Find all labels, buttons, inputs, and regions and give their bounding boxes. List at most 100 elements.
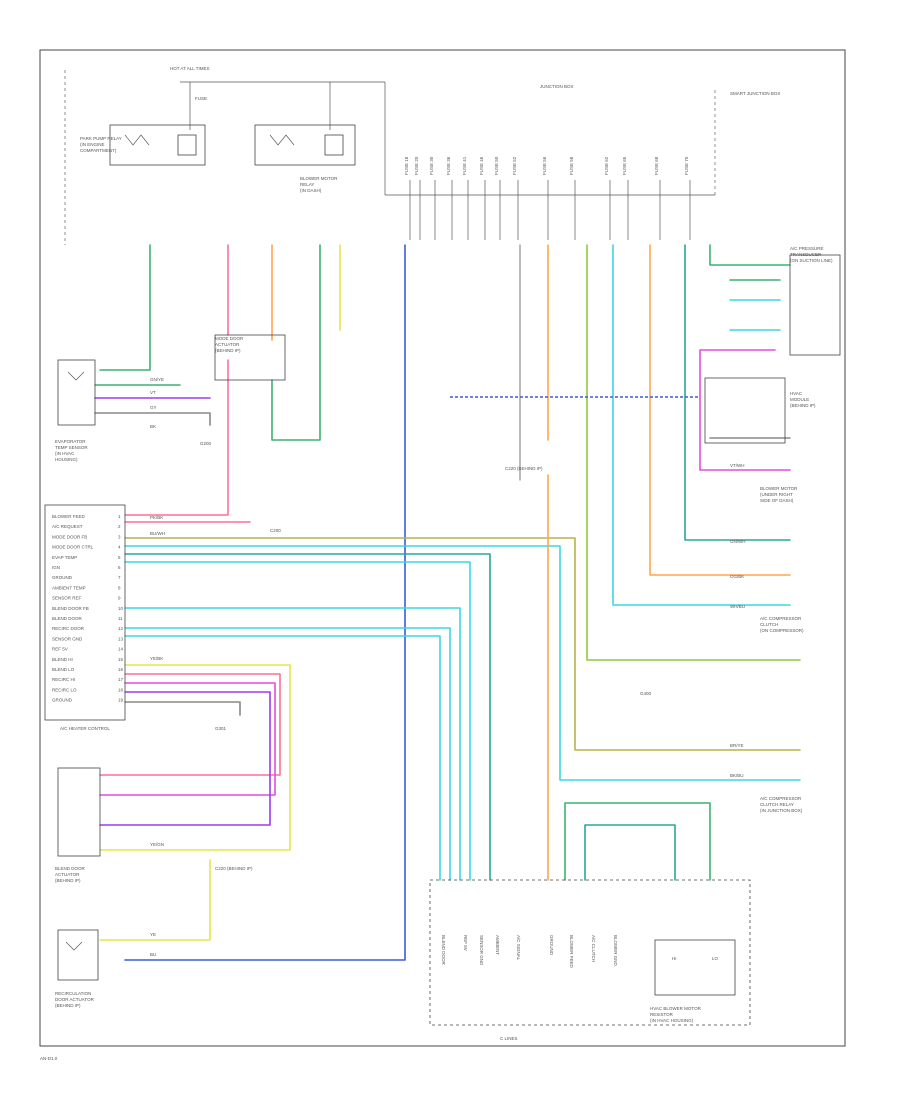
fuse-column-label: FUSE 70 [684,156,689,175]
bottom-pin-label: BLEND DOOR [441,935,446,966]
wire-label-pk-bk: PK/BK [150,515,163,520]
hvac-pin-label: BLEND LO [52,667,75,672]
hvac-pin-label: RECIRC HI [52,677,75,682]
blower-relay-coil [269,134,295,146]
wire-blend-yellow [99,664,291,851]
hvac-pin-number: 18 [118,687,124,692]
hvac-pin-number: 16 [118,667,124,672]
evaporator-sensor-symbol [67,371,85,381]
fuse-column-label: FUSE 41 [462,156,467,175]
wire-group [94,244,801,961]
wire-right-magenta [699,349,791,471]
wire-label-wh-bu: WH/BU [730,604,745,609]
wire-right-cyan2 [729,299,781,331]
hvac-pin-label: SENSOR REF [52,596,82,601]
blend-door-actuator-box [57,767,101,857]
hvac-pin-number: 9 [118,596,121,601]
ground-g200-label: G200 [200,441,212,446]
wire-label-gn-wh: GN/WH [730,539,746,544]
bottom-right-module-box [654,939,736,996]
hvac-pin-number: 15 [118,657,124,662]
hvac-pin-number: 3 [118,534,121,539]
recirc-actuator-symbol [65,941,83,951]
ground-g301-label: G301 [215,726,227,731]
hvac-pin-label: AMBIENT TEMP [52,585,86,590]
wire-blend-magenta [99,682,276,796]
park-relay-contact [177,134,197,156]
bottom-connector-label: C LINES [500,1036,518,1041]
wire-label-ye-bk: YE/BK [150,656,163,661]
connector-c200-label: C200 [270,528,281,533]
wire-hvac-cyan5 [124,635,441,881]
wire-label-ye: YE [150,932,156,937]
fuse-label: FUSE [195,96,207,101]
bottom-pin-label: BLOWER GND [613,935,618,967]
hvac-pin-number: 5 [118,555,121,560]
hvac-pin-number: 19 [118,698,124,703]
hvac-pin-label: BLEND DOOR [52,616,83,621]
fuse-column-label: FUSE 36 [446,156,451,175]
hvac-pin-label: IGN [52,565,60,570]
wire-label-vt-wh: VT/WH [730,463,745,468]
a-c-pressure-transducer-box [789,254,841,356]
bottom-pin-label: A/C SIGNAL [516,935,521,961]
wire-label-bk-bu: BK/BU [730,773,744,778]
hvac-pin-label: MODE DOOR CTRL [52,545,94,550]
bottom-right-hi-label: HI [672,956,677,961]
smart-junction-box-label: SMART JUNCTION BOX [730,91,780,96]
wire-green-mode [271,244,321,441]
wire-label-bu-wh: BU/WH [150,531,165,536]
wire-right-green [709,244,791,266]
wire-label-og-bk: OG/BK [730,574,744,579]
hvac-pin-number: 17 [118,677,124,682]
wire-label-gn-ye: GN/YE [150,377,164,382]
hvac-pin-label: RECIRC DOOR [52,626,85,631]
fuse-column-label: FUSE 18 [404,156,409,175]
ground-g400-label: G400 [640,691,652,696]
hvac-pin-label: RECIRC LO [52,687,77,692]
fuse-column-label: FUSE 62 [604,156,609,175]
wire-right-teal [684,244,791,541]
hvac-pin-label: SENSOR GND [52,636,83,641]
wire-label-br-ye: BR/YE [730,743,744,748]
hvac-pin-number: 14 [118,647,124,652]
hvac-pin-label: REF 5V [52,647,68,652]
wire-blend-pink [99,673,281,776]
hvac-pin-label: EVAP TEMP [52,555,77,560]
fuse-column-label: FUSE 52 [512,156,517,175]
hvac-pin-label: GROUND [52,575,73,580]
hvac-pin-number: 7 [118,575,121,580]
bottom-pin-label: GROUND [549,935,554,956]
bottom-connector-box [429,879,751,1026]
fuse-column-label: FUSE 46 [479,156,484,175]
wire-right-lime [586,244,801,661]
wire-label-gy: GY [150,405,157,410]
blower-relay-contact [324,134,344,156]
wire-yellow-recirc [99,859,211,941]
wire-label-ye-gn: YE/GN [150,842,164,847]
hvac-pin-label: BLEND DOOR FB [52,606,89,611]
fuse-column-label: FUSE 65 [622,156,627,175]
wire-hvac-cyan4 [124,627,451,881]
park-relay-coil [124,134,150,146]
fuse-column-label: FUSE 58 [569,156,574,175]
hvac-control-box [44,504,126,721]
blower-relay-box [254,124,356,166]
diagram-frame [39,49,846,1047]
fuse-column-label: FUSE 68 [654,156,659,175]
wire-label-bk: BK [150,424,156,429]
wire-green-left [99,244,151,371]
wire-hvac-cyan3 [124,607,461,881]
hvac-pin-label: MODE DOOR FB [52,534,87,539]
wire-blue-main [124,244,406,961]
